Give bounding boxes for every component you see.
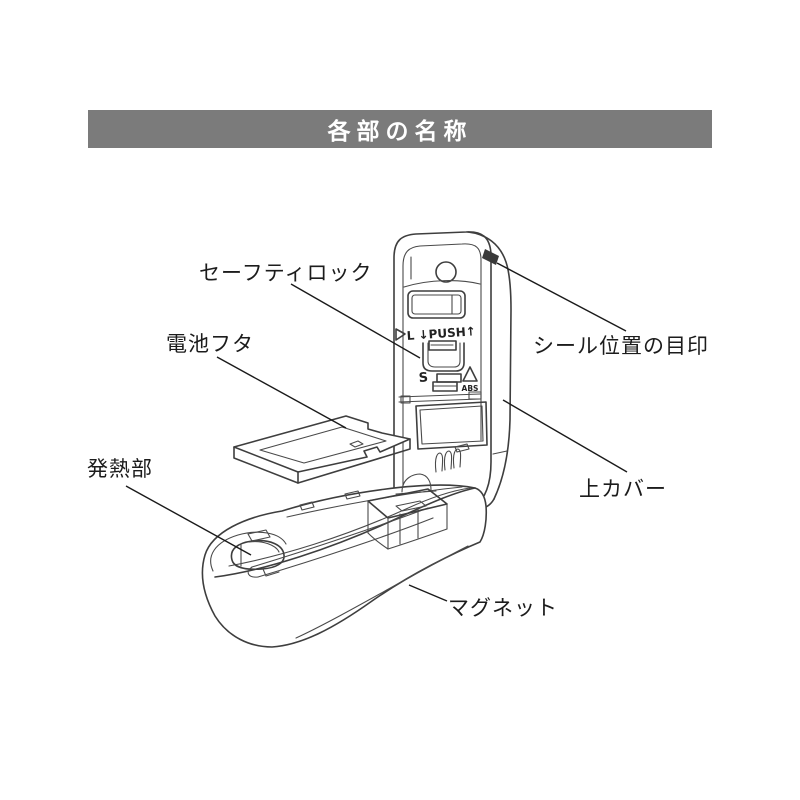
leader-top-cover: [502, 399, 628, 473]
label-seal-position-mark: シール位置の目印: [533, 334, 709, 358]
leader-magnet: [408, 584, 448, 602]
leader-battery-cover: [216, 356, 347, 429]
label-battery-cover: 電池フタ: [166, 332, 254, 356]
label-magnet: マグネット: [448, 596, 558, 620]
cover-window: [407, 290, 466, 319]
page-title: 各部の名称: [327, 119, 473, 145]
abs-triangle-icon: [462, 366, 478, 382]
leader-safety-lock: [290, 283, 421, 359]
battery-cover-drawing: [233, 415, 411, 484]
label-top-cover: 上カバー: [579, 477, 667, 501]
internal-mechanism-drawing: [367, 443, 470, 550]
header-bar: 各部の名称: [88, 110, 712, 148]
leader-heating-part: [125, 485, 252, 556]
leader-seal-position-mark: [496, 262, 627, 332]
label-heating-part: 発熱部: [87, 457, 153, 481]
s-marking: S: [418, 370, 428, 386]
abs-marking: ABS: [462, 384, 479, 393]
label-safety-lock: セーフティロック: [199, 261, 373, 285]
base-drawing: [201, 484, 488, 648]
push-marking: L ↓PUSH↑: [406, 324, 476, 343]
leader-lines: [125, 262, 628, 602]
seal-position-mark: [482, 249, 499, 265]
cover-hole: [435, 261, 457, 283]
slider-arrow-icon: [395, 328, 406, 341]
magnet-edge: [295, 545, 469, 639]
slider-knob: [428, 340, 457, 351]
top-cover-drawing: L ↓PUSH↑ S ABS: [393, 231, 512, 513]
label-recess: [415, 401, 488, 450]
base-silhouette: [201, 484, 488, 648]
